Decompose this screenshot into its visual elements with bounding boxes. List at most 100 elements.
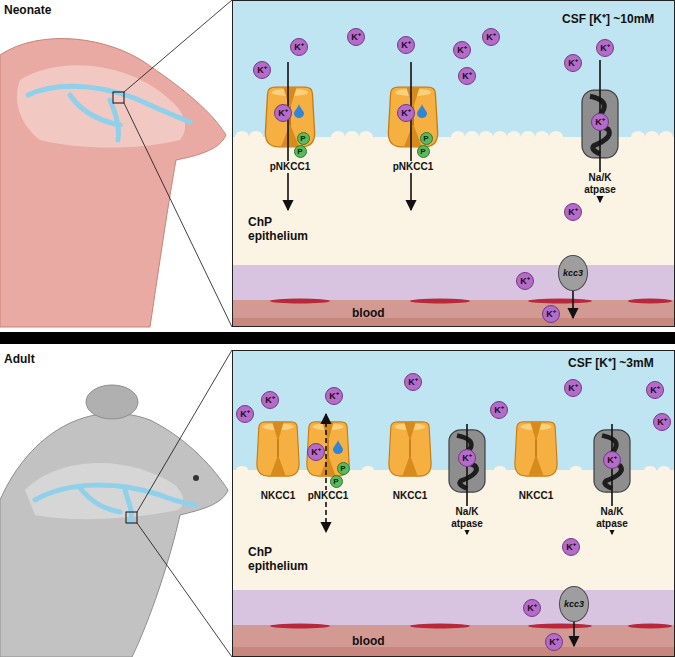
potassium-ion: K⁺ xyxy=(542,305,560,323)
potassium-ion: K⁺ xyxy=(603,451,621,469)
potassium-ion: K⁺ xyxy=(325,387,343,405)
potassium-ion: K⁺ xyxy=(516,272,534,290)
potassium-ion: K⁺ xyxy=(253,61,271,79)
transporter-label: kcc3 xyxy=(564,599,584,609)
potassium-ion: K⁺ xyxy=(653,413,671,431)
ion-label: K⁺ xyxy=(568,58,578,68)
potassium-ion: K⁺ xyxy=(261,391,279,409)
ion-label: K⁺ xyxy=(527,603,537,613)
ion-label: K⁺ xyxy=(462,453,472,463)
ion-label: K⁺ xyxy=(568,383,578,393)
phospho-label: P xyxy=(297,147,302,156)
ion-label: K⁺ xyxy=(240,409,250,419)
transporter: NKCC1 xyxy=(386,420,434,502)
phospho-label: P xyxy=(300,134,305,143)
tissue-band: ChP epithelium K⁺ xyxy=(232,470,675,590)
transporter-label: pNKCC1 xyxy=(306,490,351,502)
potassium-ion: K⁺ xyxy=(646,381,664,399)
panel-label: Neonate xyxy=(4,3,51,17)
potassium-ion: K⁺ xyxy=(347,28,365,46)
ion-label: K⁺ xyxy=(329,391,339,401)
ion-label: K⁺ xyxy=(351,32,361,42)
ion-label: K⁺ xyxy=(657,417,667,427)
transporter-label: pNKCC1 xyxy=(268,161,313,173)
region-label: blood xyxy=(352,634,385,648)
ion-label: K⁺ xyxy=(650,385,660,395)
tissue-band: blood K⁺ xyxy=(232,625,675,657)
ion-label: K⁺ xyxy=(549,637,559,647)
transporter: NKCC1 xyxy=(512,420,560,502)
region-label: ChP epithelium xyxy=(248,545,326,573)
transporter: Na/K atpase K⁺ xyxy=(447,428,487,530)
transporter: pNKCC1 K⁺ PP xyxy=(262,85,318,173)
potassium-ion: K⁺ xyxy=(523,599,541,617)
transporter: pNKCC1 K⁺ PP xyxy=(385,85,441,173)
kcc3-transporter: kcc3 xyxy=(558,255,588,291)
phospho-label: P xyxy=(340,464,345,473)
phosphate-mark: P xyxy=(294,145,307,158)
tissue-band: ChP epithelium K⁺ xyxy=(232,137,675,265)
transporter-label: Na/K atpase xyxy=(578,172,622,196)
potassium-ion: K⁺ xyxy=(564,54,582,72)
potassium-ion: K⁺ xyxy=(453,41,471,59)
potassium-ion: K⁺ xyxy=(307,443,325,461)
transporter: pNKCC1 K⁺ PP xyxy=(304,420,352,502)
phosphate-mark: P xyxy=(420,132,433,145)
kcc3-transporter: kcc3 xyxy=(559,586,589,622)
potassium-ion: K⁺ xyxy=(482,28,500,46)
transporter-label: Na/K atpase xyxy=(445,506,489,530)
ion-label: K⁺ xyxy=(278,108,288,118)
region-label: CSF [K⁺] ~3mM xyxy=(568,356,654,370)
potassium-ion: K⁺ xyxy=(458,449,476,467)
potassium-ion: K⁺ xyxy=(562,538,580,556)
ion-label: K⁺ xyxy=(265,395,275,405)
ion-label: K⁺ xyxy=(401,40,411,50)
ion-label: K⁺ xyxy=(520,276,530,286)
ion-label: K⁺ xyxy=(568,207,578,217)
ion-label: K⁺ xyxy=(607,455,617,465)
panel-label: Adult xyxy=(4,352,35,366)
ion-label: K⁺ xyxy=(462,71,472,81)
potassium-ion: K⁺ xyxy=(564,203,582,221)
potassium-ion: K⁺ xyxy=(290,38,308,56)
potassium-ion: K⁺ xyxy=(397,104,415,122)
region-label: blood xyxy=(352,306,385,320)
tissue-band: CSF [K⁺] ~10mM K⁺ K⁺ K⁺ K⁺ K⁺ K⁺ K⁺ K⁺ K⁺ xyxy=(232,0,675,137)
transporter-label: Na/K atpase xyxy=(590,506,634,530)
ion-label: K⁺ xyxy=(546,309,556,319)
ion-label: K⁺ xyxy=(486,32,496,42)
transporter-label: NKCC1 xyxy=(517,490,555,502)
ion-label: K⁺ xyxy=(294,42,304,52)
phosphate-mark: P xyxy=(337,462,350,475)
phospho-label: P xyxy=(423,134,428,143)
ion-label: K⁺ xyxy=(600,43,610,53)
region-label: CSF [K⁺] ~10mM xyxy=(562,12,654,26)
potassium-ion: K⁺ xyxy=(545,633,563,651)
region-label: ChP epithelium xyxy=(248,215,326,243)
phospho-label: P xyxy=(333,477,338,486)
transporter-label: pNKCC1 xyxy=(391,161,436,173)
ion-label: K⁺ xyxy=(401,108,411,118)
potassium-ion: K⁺ xyxy=(564,379,582,397)
phosphate-mark: P xyxy=(297,132,310,145)
potassium-ion: K⁺ xyxy=(404,373,422,391)
ion-label: K⁺ xyxy=(595,117,605,127)
ion-label: K⁺ xyxy=(257,65,267,75)
potassium-ion: K⁺ xyxy=(591,113,609,131)
transporter-label: kcc3 xyxy=(563,268,583,278)
ion-label: K⁺ xyxy=(457,45,467,55)
potassium-ion: K⁺ xyxy=(397,36,415,54)
ion-label: K⁺ xyxy=(311,447,321,457)
ion-label: K⁺ xyxy=(566,542,576,552)
tissue-band: blood K⁺ xyxy=(232,300,675,327)
transporter-label: NKCC1 xyxy=(391,490,429,502)
transporter-label: NKCC1 xyxy=(259,490,297,502)
ion-label: K⁺ xyxy=(494,405,504,415)
potassium-ion: K⁺ xyxy=(274,104,292,122)
phospho-label: P xyxy=(420,147,425,156)
potassium-ion: K⁺ xyxy=(236,405,254,423)
transporter: Na/K atpase K⁺ xyxy=(592,428,632,530)
ion-label: K⁺ xyxy=(408,377,418,387)
phosphate-mark: P xyxy=(330,475,343,488)
